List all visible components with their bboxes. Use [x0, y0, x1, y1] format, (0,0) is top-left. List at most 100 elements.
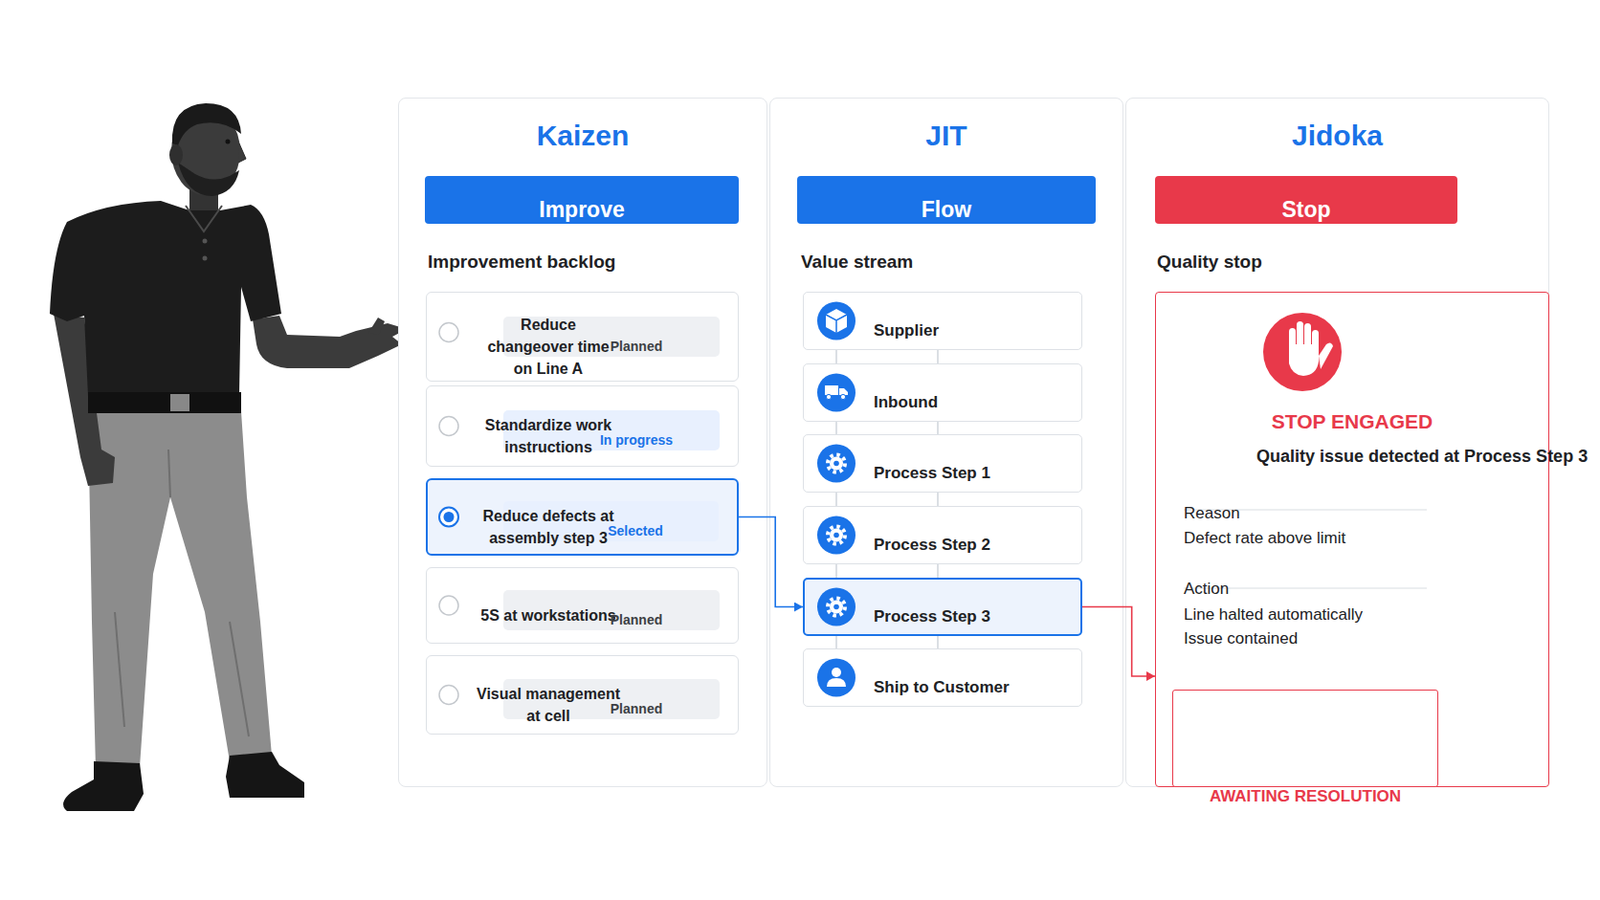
flow-arrow — [738, 517, 803, 608]
pillar-bar: Stop — [1155, 176, 1458, 224]
backlog-item: Reduce changeover time on Line APlanned — [425, 291, 739, 382]
hair — [172, 103, 242, 146]
pillar-bar: Improve — [424, 176, 739, 224]
gear-teeth — [827, 455, 845, 473]
cube-edge — [825, 314, 847, 334]
section-heading: Value stream — [800, 250, 1123, 274]
backlog-text: Reduce changeover time on Line A — [476, 313, 621, 380]
step-label: Process Step 1 — [873, 463, 991, 485]
field-value: Issue contained — [1183, 627, 1549, 651]
button — [202, 239, 208, 245]
hand-thumb — [1318, 342, 1334, 370]
ear — [169, 144, 183, 166]
radio-dot — [444, 511, 455, 523]
stop-icon — [1263, 312, 1342, 392]
divider — [1183, 509, 1427, 512]
section-heading: Improvement backlog — [427, 250, 767, 274]
radio-button — [439, 596, 459, 616]
gear-hole — [833, 604, 840, 611]
backlog-text: Reduce defects at assembly step 3 — [476, 505, 621, 550]
backlog-text: Standardize work instructions — [476, 414, 621, 459]
icon-circle — [817, 516, 856, 556]
radio-button — [439, 323, 459, 343]
flow-line — [836, 492, 938, 507]
polo-shirt — [49, 200, 282, 397]
backlog-item: 5S at workstationsPlanned — [425, 567, 739, 645]
truck-wheel — [840, 394, 845, 400]
gear-icon — [829, 457, 844, 471]
method-panel: JidokaQuality stop StopSTOP ENGAGED Qualit… — [1125, 97, 1550, 788]
step-label: Ship to Customer — [873, 677, 1010, 699]
pillar-bar: Flow — [797, 176, 1096, 224]
eye — [225, 139, 231, 145]
status-button: AWAITING RESOLUTION — [1172, 689, 1439, 788]
badge-label: Planned — [564, 337, 709, 356]
flow-line — [836, 564, 938, 578]
button — [202, 256, 208, 262]
bar-label: Flow — [921, 196, 972, 223]
field-label: Action — [1183, 577, 1549, 601]
customer-body — [826, 678, 846, 688]
right-arm — [252, 315, 407, 369]
step-label: Process Step 3 — [873, 606, 991, 628]
alert-message: Quality issue detected at Process Step 3 — [1256, 444, 1448, 468]
beard — [177, 162, 240, 197]
bar-label: Improve — [538, 196, 624, 223]
truck-wheel — [825, 394, 831, 400]
hand-palm — [1288, 344, 1319, 377]
trouser-fold — [114, 449, 249, 737]
belt — [88, 392, 242, 414]
shoe — [225, 752, 305, 799]
collar — [185, 205, 223, 232]
badge-label: Planned — [564, 611, 709, 629]
divider — [1183, 587, 1427, 590]
icon-circle — [817, 374, 856, 413]
alert-title: STOP ENGAGED — [1155, 409, 1549, 435]
flow-line — [836, 636, 938, 649]
cube-icon — [825, 309, 847, 334]
step-label: Process Step 2 — [873, 534, 991, 556]
badge-label: Selected — [563, 522, 708, 540]
backlog-item: Standardize work instructionsIn progress — [425, 385, 739, 467]
truck-icon — [824, 385, 839, 396]
field-label: Reason — [1183, 502, 1549, 526]
gear-icon — [829, 600, 844, 615]
quality-stop-box: STOP ENGAGED Quality issue detected at Pr… — [1155, 291, 1550, 788]
trousers — [88, 411, 272, 770]
gear-teeth — [827, 527, 845, 545]
backlog-item: Visual management at cellPlanned — [425, 655, 739, 735]
button-label: AWAITING RESOLUTION — [1209, 786, 1401, 808]
gear-teeth — [827, 599, 845, 617]
radio-button — [439, 508, 459, 528]
field-value: Line halted automatically — [1183, 603, 1549, 627]
section-heading: Quality stop — [1156, 250, 1549, 274]
panel-heading: JIT — [770, 117, 1123, 155]
panel-heading: Kaizen — [399, 117, 767, 155]
step-label: Inbound — [873, 392, 938, 414]
nose — [238, 143, 246, 163]
field-value: Defect rate above limit — [1183, 527, 1549, 551]
flow-line — [836, 422, 938, 435]
method-panel: KaizenImprovement backlog ImproveReduce c… — [398, 97, 768, 788]
panel-heading: Jidoka — [1126, 117, 1549, 155]
icon-circle — [817, 588, 856, 627]
badge-label: In progress — [564, 431, 709, 449]
radio-button — [439, 686, 459, 706]
flow-line — [836, 350, 938, 364]
gear-hole — [833, 533, 840, 539]
step-label: Supplier — [873, 320, 939, 342]
icon-circle — [817, 444, 856, 484]
backlog-item: Reduce defects at assembly step 3Selecte… — [425, 478, 739, 556]
icon-circle — [817, 302, 856, 341]
badge-label: Planned — [564, 700, 709, 718]
thumb — [368, 317, 385, 335]
gear-icon — [829, 529, 844, 543]
bar-label: Stop — [1281, 196, 1331, 223]
gear-hole — [833, 461, 840, 467]
shoe — [63, 761, 144, 812]
customer-head — [831, 667, 842, 678]
backlog-text: Visual management at cell — [476, 683, 621, 728]
backlog-text: 5S at workstations — [476, 604, 621, 627]
flow-arrow — [1082, 607, 1156, 678]
